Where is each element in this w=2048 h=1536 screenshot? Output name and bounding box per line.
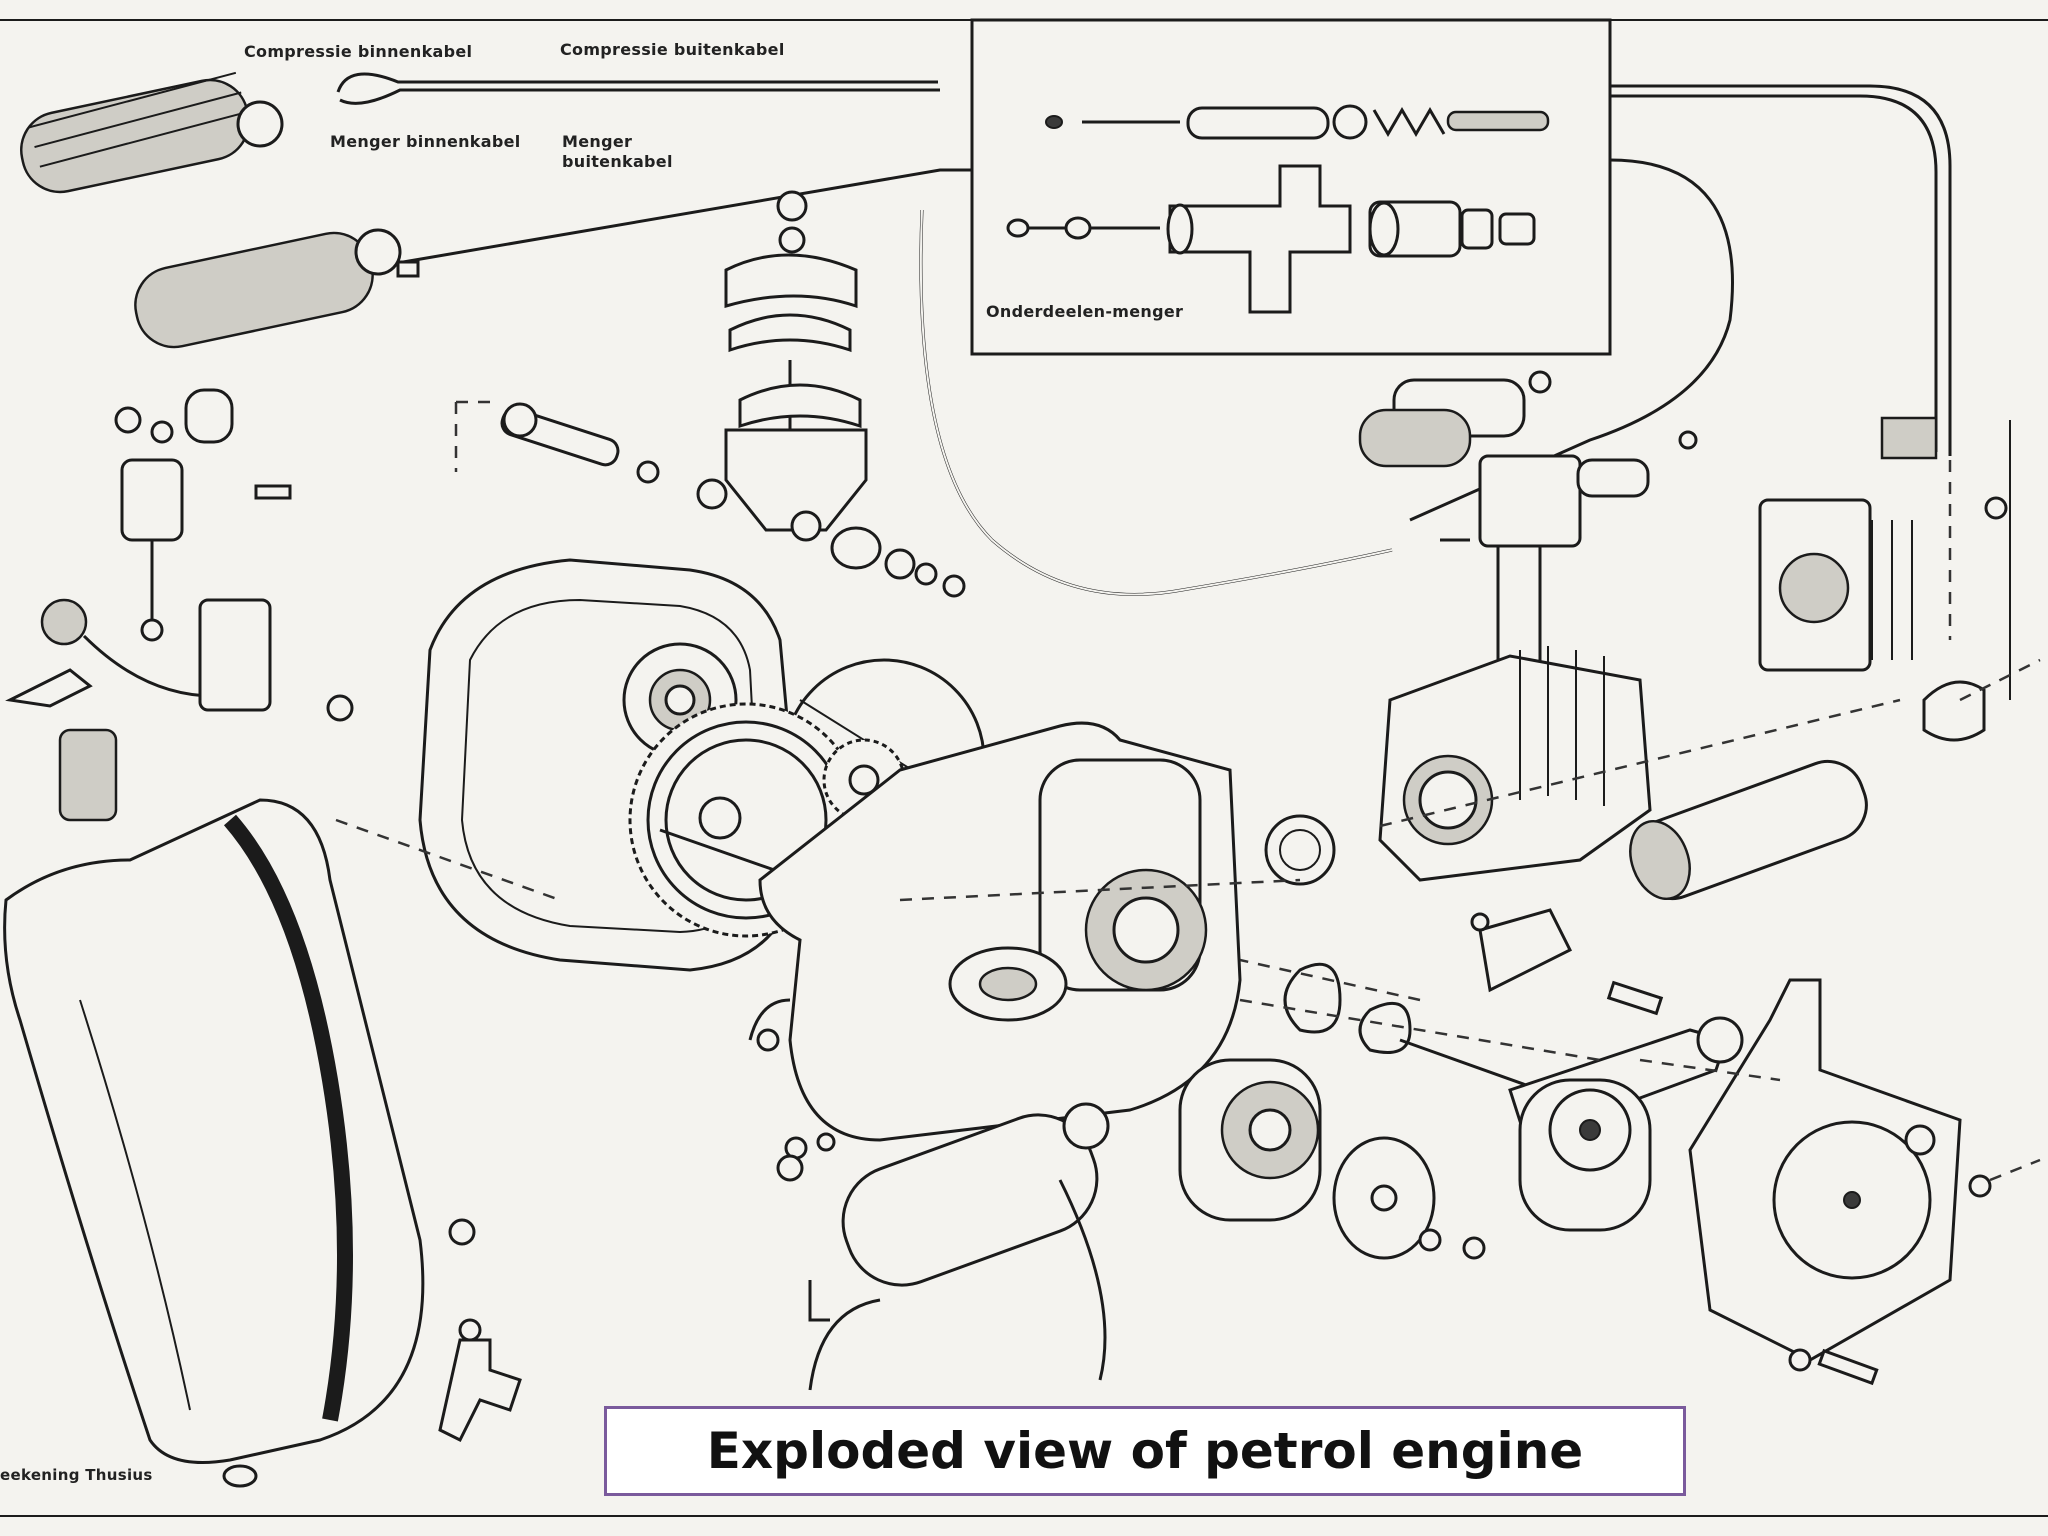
- caption-text: Exploded view of petrol engine: [706, 1422, 1584, 1480]
- magneto-cover: [1688, 978, 2041, 1386]
- caption-box: Exploded view of petrol engine: [604, 1406, 1686, 1496]
- label-compressie-buitenkabel: Compressie buitenkabel: [560, 40, 785, 59]
- exhaust-silencer: [776, 1102, 1110, 1391]
- throttle-lever-parts: [40, 388, 354, 722]
- petrol-tap: [438, 1218, 522, 1443]
- label-menger-buitenkabel-line2: buitenkabel: [562, 152, 673, 171]
- center-bracket: [454, 190, 966, 598]
- piston-parts: [1264, 760, 1868, 1016]
- label-menger-binnenkabel: Menger binnenkabel: [330, 132, 521, 151]
- inset-carburettor-parts: [1006, 104, 1550, 314]
- crankshaft: [1283, 962, 1744, 1232]
- cylinder: [1378, 416, 2008, 882]
- label-onderdeelen-menger: Onderdeelen-menger: [986, 302, 1184, 321]
- label-menger-buitenkabel-line1: Menger: [562, 132, 633, 151]
- fuel-tank: [3, 668, 425, 1488]
- handlebar-grips: [20, 71, 420, 349]
- crankcase-half: [748, 721, 1242, 1160]
- cables: [336, 72, 2011, 700]
- assembly-lines: [335, 658, 2041, 1082]
- flywheel: [1178, 1058, 1486, 1260]
- illustrator-credit: eekening Thusius: [0, 1466, 153, 1484]
- label-compressie-binnenkabel: Compressie binnenkabel: [244, 42, 473, 61]
